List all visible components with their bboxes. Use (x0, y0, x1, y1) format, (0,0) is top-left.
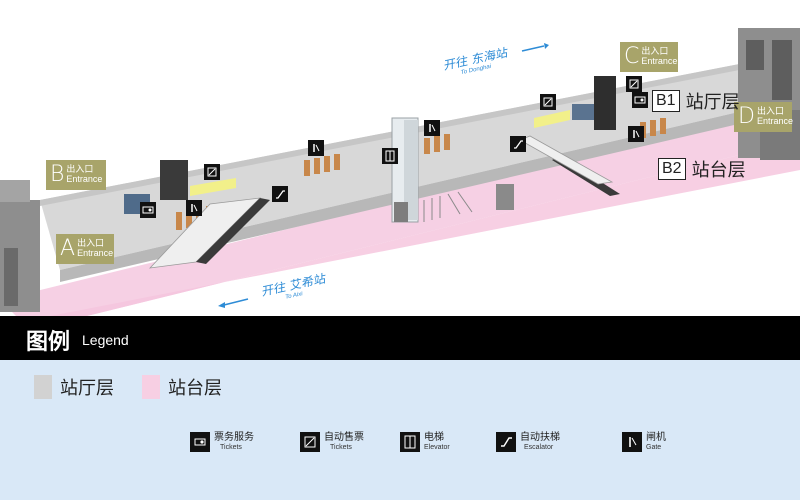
service-strip-left (190, 178, 236, 196)
ticket-machine-icon (540, 94, 556, 110)
entrance-c-cn: 出入口 (641, 46, 669, 57)
legend-title: 图例 (26, 330, 71, 355)
floor-b2-name: 站台层 (691, 160, 746, 181)
legend-subtitle: Legend (82, 332, 129, 348)
ticket-service-en: Tickets (220, 444, 242, 451)
kiosk-c-side (594, 76, 616, 130)
gate-group-center (304, 154, 340, 176)
floor-label-b1: B1 站厅层 (652, 88, 740, 114)
ticket-machine-icon (626, 76, 642, 92)
arrow-right-icon (521, 43, 549, 52)
entrance-c-en: Entrance (641, 56, 678, 66)
elevator-icon (382, 148, 398, 164)
direction-to-aixi: 开往 艾希站 To Aixi (262, 271, 326, 301)
screen-right (572, 104, 594, 120)
kiosk-b-side (160, 160, 188, 200)
entrance-a-cn: 出入口 (77, 238, 105, 249)
concourse-swatch (34, 375, 52, 399)
ticket-service-icon (190, 432, 210, 452)
service-strip-right (534, 110, 570, 128)
ticket-service-cn: 票务服务 (214, 432, 254, 443)
stair-right (519, 135, 614, 185)
floor-b1-name: 站厅层 (685, 92, 740, 113)
concourse-floor-front (60, 100, 790, 282)
escalator-icon (510, 136, 526, 152)
ticket-service-icon (632, 92, 648, 108)
entrance-d-en: Entrance (756, 116, 793, 126)
entrance-b-letter: B (50, 162, 65, 187)
floor-b1-code: B1 (652, 90, 680, 112)
escalator-cn: 自动扶梯 (520, 432, 560, 443)
ticket-machine-icon (204, 164, 220, 180)
gate-icon (308, 140, 324, 156)
gate-icon (628, 126, 644, 142)
escalator-left (196, 198, 270, 264)
right-building-window (746, 40, 764, 70)
left-building-window (4, 248, 18, 306)
legend-header: 图例 Legend (0, 316, 800, 360)
ticket-service-icon (140, 202, 156, 218)
arrow-left-icon (218, 298, 249, 308)
entrance-d-cn: 出入口 (756, 106, 784, 117)
escalator-icon (272, 186, 288, 202)
entrance-b-cn: 出入口 (66, 164, 94, 175)
platform-swatch-label: 站台层 (168, 378, 222, 399)
entrance-c-letter: C (624, 44, 640, 69)
platform-column-1 (394, 202, 408, 222)
gate-icon (186, 200, 202, 216)
elevator-icon (400, 432, 420, 452)
platform-swatch (142, 375, 160, 399)
floor-b2-code: B2 (658, 158, 686, 180)
direction-to-donghai: 开往 东海站 To Donghai (444, 45, 508, 76)
gate-cn: 闸机 (646, 432, 666, 443)
elevator-cn: 电梯 (424, 432, 444, 443)
escalator-icon (496, 432, 516, 452)
platform-stairs (423, 191, 473, 222)
entrance-b-en: Entrance (66, 174, 103, 184)
entrance-a-letter: A (60, 236, 76, 261)
ticket-machine-icon (300, 432, 320, 452)
gate-icon (424, 120, 440, 136)
elevator-shaft-side (404, 120, 418, 220)
concourse-swatch-label: 站厅层 (60, 378, 114, 399)
ticket-machine-en: Tickets (330, 444, 352, 451)
left-building-top (0, 180, 30, 202)
gate-icon (622, 432, 642, 452)
legend-swatch-platform: 站台层 (142, 374, 222, 400)
entrance-a-en: Entrance (77, 248, 114, 258)
elevator-en: Elevator (424, 444, 450, 451)
escalator-en: Escalator (524, 444, 554, 451)
platform-column-2 (496, 184, 514, 210)
gate-group-mid (424, 134, 450, 154)
legend-swatch-concourse: 站厅层 (34, 374, 114, 400)
floor-label-b2: B2 站台层 (658, 156, 746, 182)
ticket-machine-cn: 自动售票 (324, 432, 364, 443)
right-building-window-2 (772, 40, 792, 100)
gate-en: Gate (646, 444, 662, 451)
entrance-d-letter: D (738, 104, 755, 129)
